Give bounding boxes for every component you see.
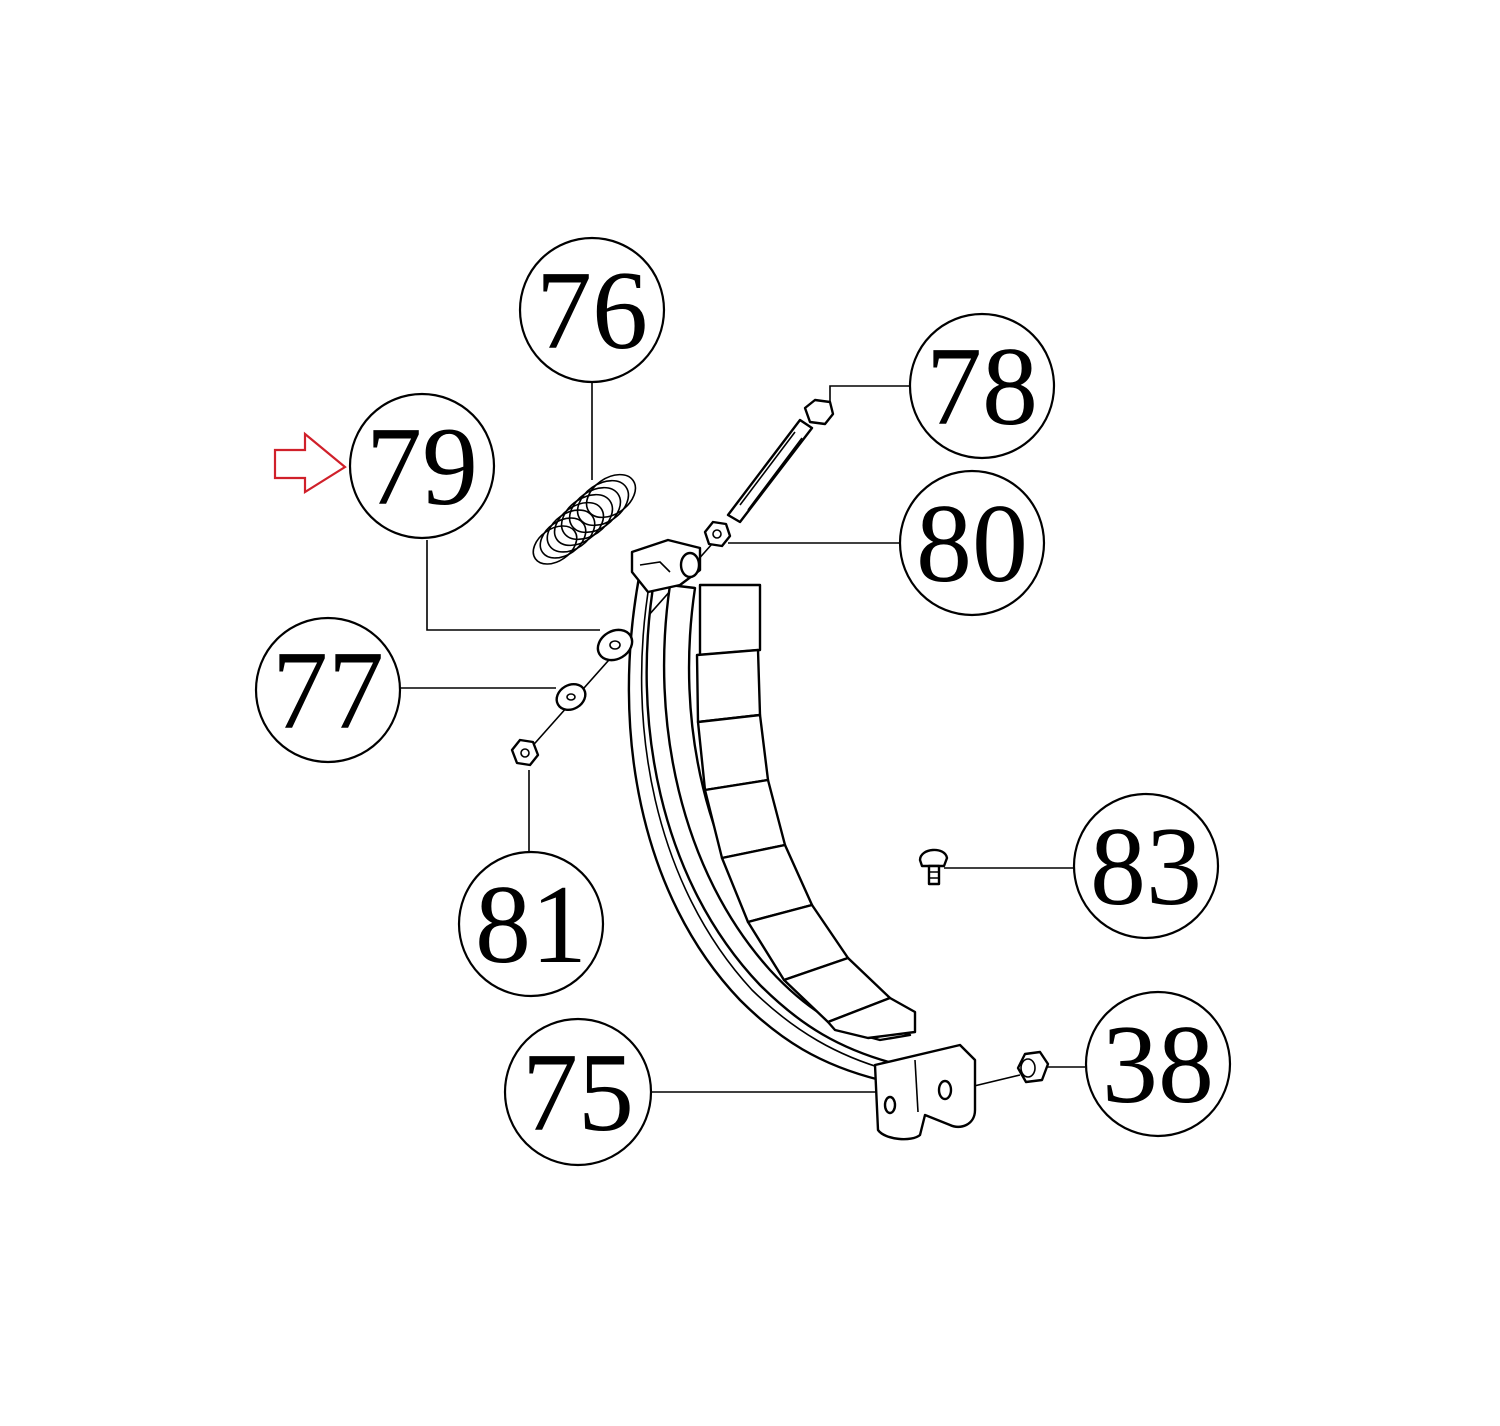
callout-label-81: 81 [475,863,587,987]
washer-part-77 [555,682,587,712]
callout-label-77: 77 [272,629,384,753]
callout-label-75: 75 [522,1031,634,1155]
bolt-part-78 [726,398,835,524]
callout-81: 81 [457,850,605,998]
nut-part-38 [1016,1050,1050,1084]
callout-80: 80 [898,469,1046,617]
callout-78: 78 [908,312,1056,460]
leader-79 [426,540,600,631]
callout-label-80: 80 [916,482,1028,606]
callout-76: 76 [518,236,666,384]
screw-part-83 [918,848,949,886]
callout-75: 75 [503,1017,653,1167]
nut-part-80 [703,520,732,548]
callout-83: 83 [1072,792,1220,940]
callout-label-78: 78 [926,325,1038,449]
callout-77: 77 [254,616,402,764]
brake-shoe-part-75 [627,538,977,1141]
highlight-arrow-icon [273,431,347,494]
washer-part-79 [596,628,634,662]
callout-38: 38 [1084,990,1232,1138]
callout-label-83: 83 [1090,805,1202,929]
callout-label-38: 38 [1102,1003,1214,1127]
callout-label-76: 76 [536,249,648,373]
nut-part-81 [510,738,540,767]
spring-part-76 [532,473,637,565]
leader-78 [829,385,910,412]
friction-blocks [695,583,917,1040]
callout-label-79: 79 [366,405,478,529]
callout-79: 79 [348,392,496,540]
